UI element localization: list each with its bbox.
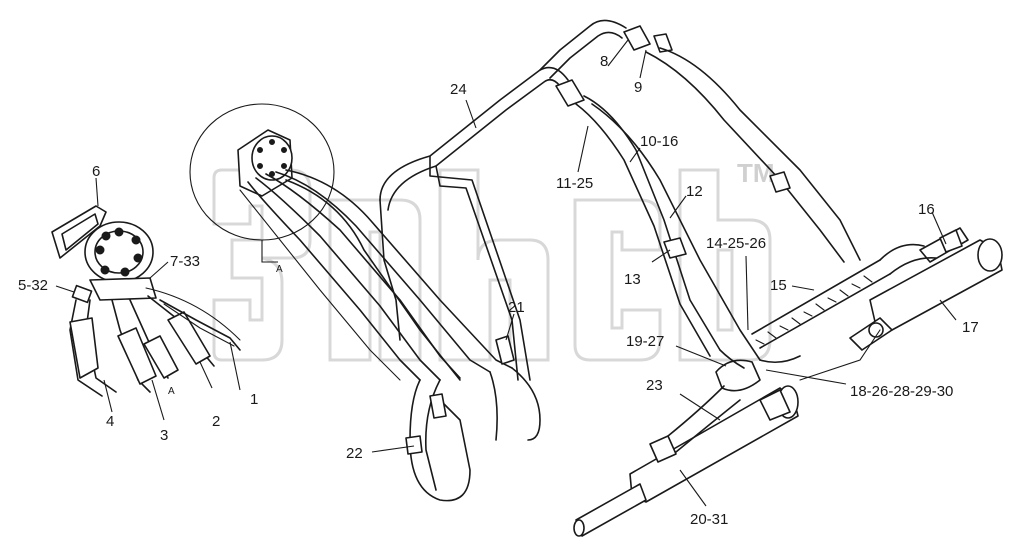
detail-view-a: A (189, 103, 335, 275)
callout-1: 1 (250, 391, 258, 408)
steering-cylinder-17 (849, 227, 1003, 351)
steering-cylinder-20-31 (573, 329, 881, 537)
callout-15: 15 (770, 277, 787, 294)
callout-24: 24 (450, 81, 467, 98)
callout-18-26-28-29-30: 18-26-28-29-30 (850, 383, 953, 400)
view-mark-a-left: A (168, 386, 175, 397)
callout-11-25: 11-25 (556, 175, 593, 192)
callout-7-33: 7-33 (170, 253, 200, 270)
callout-4: 4 (106, 413, 114, 430)
callout-2: 2 (212, 413, 220, 430)
callout-5-32: 5-32 (18, 277, 48, 294)
callout-20-31: 20-31 (690, 511, 728, 528)
callout-6: 6 (92, 163, 100, 180)
callout-9: 9 (634, 79, 642, 96)
callout-19-27: 19-27 (626, 333, 664, 350)
callout-21: 21 (508, 299, 525, 316)
callout-12: 12 (686, 183, 703, 200)
left-steering-unit (51, 205, 241, 397)
steel-lines (379, 19, 673, 381)
callout-16: 16 (918, 201, 935, 218)
callout-22: 22 (346, 445, 363, 462)
callout-8: 8 (600, 53, 608, 70)
coil-spring (751, 259, 891, 349)
callout-3: 3 (160, 427, 168, 444)
callout-17: 17 (962, 319, 979, 336)
watermark-tm: TM (737, 158, 775, 188)
leader-lines (55, 39, 957, 507)
callout-10-16: 10-16 (640, 133, 678, 150)
callout-23: 23 (646, 377, 663, 394)
center-hose-bundle (239, 169, 541, 502)
view-mark-a-detail: A (276, 264, 283, 275)
callout-14-25-26: 14-25-26 (706, 235, 766, 252)
right-hose-run (575, 47, 891, 361)
callout-labels: 6 5-32 7-33 1 2 3 4 24 8 9 10-16 11-25 1… (18, 53, 979, 528)
watermark: TM (212, 158, 775, 362)
callout-13: 13 (624, 271, 641, 288)
